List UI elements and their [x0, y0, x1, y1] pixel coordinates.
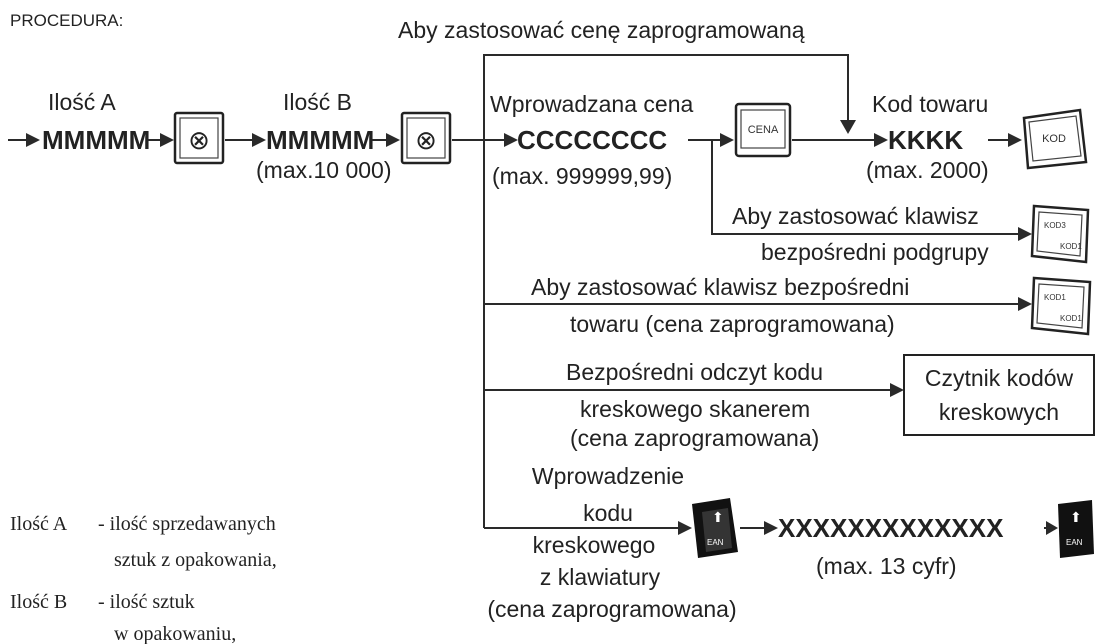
- code-max: (max. 2000): [866, 157, 989, 183]
- item-key[interactable]: KOD1 KOD1: [1030, 276, 1092, 336]
- legend-a-desc-1: - ilość sprzedawanych: [98, 513, 276, 535]
- top-branch-label: Aby zastosować cenę zaprogramowaną: [398, 17, 805, 43]
- item-key-bottom: KOD1: [1060, 314, 1082, 323]
- scanner-arrowhead: [890, 383, 904, 397]
- arrowhead-price-in: [504, 133, 518, 147]
- legend-a-term: Ilość A: [10, 513, 68, 535]
- scanner-box: Czytnik kodów kreskowych: [903, 354, 1095, 436]
- item-line-1: Aby zastosować klawisz bezpośredni: [531, 274, 909, 300]
- subgroup-line-1: Aby zastosować klawisz: [732, 203, 979, 229]
- arrowhead-code-in: [874, 133, 888, 147]
- arrowhead-code: [1008, 133, 1022, 147]
- qty-a-label: Ilość A: [48, 89, 116, 115]
- subgroup-branch-line: [711, 140, 1020, 235]
- start-arrowhead: [26, 133, 40, 147]
- price-label: Wprowadzana cena: [490, 91, 693, 117]
- scanner-line-1: Bezpośredni odczyt kodu: [566, 359, 823, 385]
- qty-b-label: Ilość B: [283, 89, 352, 115]
- code-key-label: KOD: [1042, 133, 1066, 145]
- item-arrowhead: [1018, 297, 1032, 311]
- legend-b-desc-2: w opakowaniu,: [114, 623, 236, 644]
- legend-b-desc-1: - ilość sztuk: [98, 591, 195, 613]
- price-value: CCCCCCCC: [517, 125, 667, 155]
- up-arrow-icon: ⬆: [1070, 509, 1082, 525]
- scanner-line-3: (cena zaprogramowana): [570, 425, 819, 451]
- arrowhead-a: [160, 133, 174, 147]
- barcode-max: (max. 13 cyfr): [816, 553, 957, 579]
- legend-a-desc-2: sztuk z opakowania,: [114, 549, 277, 571]
- ean-key-label: EAN: [1066, 538, 1083, 547]
- ean-key-2[interactable]: ⬆ EAN: [1058, 500, 1094, 558]
- keyboard-line-3: kreskowego: [533, 532, 656, 558]
- multiply-icon: ⊗: [188, 125, 210, 155]
- code-label: Kod towaru: [872, 91, 988, 117]
- top-branch-line: [483, 54, 849, 140]
- legend-b-term: Ilość B: [10, 591, 67, 613]
- scanner-box-line-1: Czytnik kodów: [925, 365, 1074, 391]
- multiply-key-2[interactable]: ⊗: [400, 111, 452, 165]
- arrowhead-barcode: [1046, 521, 1058, 535]
- keyboard-line-1: Wprowadzenie: [532, 463, 684, 489]
- ean-key-1[interactable]: ⬆ EAN: [692, 498, 738, 558]
- up-arrow-icon: ⬆: [712, 509, 724, 525]
- item-line-2: towaru (cena zaprogramowana): [570, 311, 895, 337]
- keyboard-line-5: (cena zaprogramowana): [487, 596, 736, 622]
- keyboard-line-4: z klawiatury: [540, 564, 661, 590]
- subgroup-key-bottom: KOD1: [1060, 242, 1082, 251]
- ean-key-label: EAN: [707, 538, 724, 547]
- subgroup-arrowhead: [1018, 227, 1032, 241]
- scanner-box-line-2: kreskowych: [939, 399, 1059, 425]
- subgroup-line-2: bezpośredni podgrupy: [761, 239, 989, 265]
- arrowhead-barcode-in: [764, 521, 778, 535]
- barcode-value: XXXXXXXXXXXXX: [778, 513, 1004, 543]
- procedure-label: PROCEDURA:: [10, 11, 123, 30]
- arrowhead-price: [720, 133, 734, 147]
- multiply-key-1[interactable]: ⊗: [173, 111, 225, 165]
- code-value: KKKK: [888, 125, 963, 155]
- qty-b-max: (max.10 000): [256, 157, 392, 183]
- top-branch-arrowhead: [840, 120, 856, 134]
- code-key[interactable]: KOD: [1022, 108, 1088, 170]
- keyboard-line-2: kodu: [583, 500, 633, 526]
- qty-a-value: MMMMM: [42, 125, 150, 155]
- price-key-label: CENA: [748, 124, 779, 136]
- arrowhead-b-in: [252, 133, 266, 147]
- keyboard-arrowhead: [678, 521, 692, 535]
- subgroup-key[interactable]: KOD3 KOD1: [1030, 204, 1090, 264]
- scanner-line-2: kreskowego skanerem: [580, 396, 810, 422]
- legend: Ilość A - ilość sprzedawanych sztuk z op…: [10, 513, 277, 644]
- multiply-icon: ⊗: [415, 125, 437, 155]
- qty-b-value: MMMMM: [266, 125, 374, 155]
- arrowhead-b: [386, 133, 400, 147]
- price-key[interactable]: CENA: [734, 102, 792, 158]
- item-key-top: KOD1: [1044, 293, 1066, 302]
- price-max: (max. 999999,99): [492, 163, 672, 189]
- subgroup-key-top: KOD3: [1044, 221, 1066, 230]
